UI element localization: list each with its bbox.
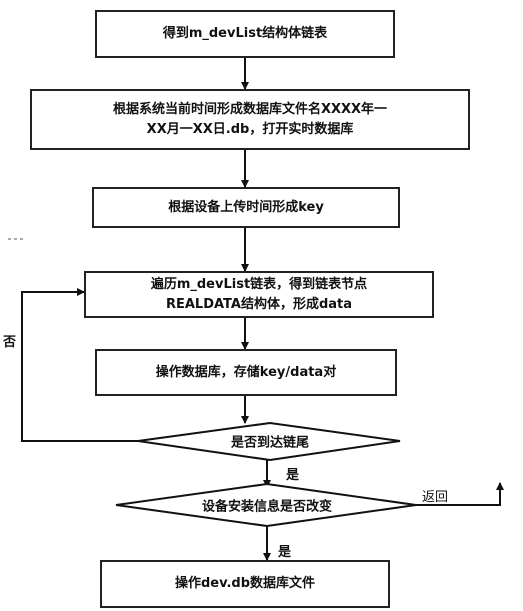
label-return: 返回 [422, 490, 449, 505]
step-operate-dev-db: 操作dev.db数据库文件 [100, 560, 390, 608]
step-open-realtime-db: 根据系统当前时间形成数据库文件名XXXX年一 XX月一XX日.db，打开实时数据… [30, 89, 470, 150]
decision-device-info-changed [115, 482, 417, 528]
step-traverse-list-line1: 遍历m_devList链表，得到链表节点 [150, 277, 368, 292]
step-traverse-list-line2: REALDATA结构体，形成data [165, 296, 353, 312]
decision-end-of-list [137, 421, 401, 462]
label-no: 否 [3, 335, 17, 350]
loop-back-no [21, 288, 138, 442]
return-arrow [416, 482, 504, 506]
step-open-realtime-db-line2: XX月一XX日.db，打开实时数据库 [146, 121, 354, 137]
step-get-devlist: 得到m_devList结构体链表 [95, 10, 395, 58]
step-store-key-data: 操作数据库，存储key/data对 [95, 349, 397, 396]
decision-device-info-changed-label: 设备安装信息是否改变 [201, 499, 333, 515]
step-form-key-label: 根据设备上传时间形成key [168, 199, 324, 215]
label-yes-2: 是 [278, 545, 292, 560]
step-get-devlist-label: 得到m_devList结构体链表 [162, 26, 328, 42]
step-traverse-list: 遍历m_devList链表，得到链表节点 REALDATA结构体，形成data [84, 271, 434, 318]
step-operate-dev-db-label: 操作dev.db数据库文件 [174, 576, 316, 592]
decision-end-of-list-label: 是否到达链尾 [230, 435, 310, 451]
step-open-realtime-db-line1: 根据系统当前时间形成数据库文件名XXXX年一 [112, 102, 388, 117]
label-yes-1: 是 [286, 468, 300, 483]
step-form-key: 根据设备上传时间形成key [92, 187, 400, 228]
step-store-key-data-label: 操作数据库，存储key/data对 [155, 364, 337, 380]
